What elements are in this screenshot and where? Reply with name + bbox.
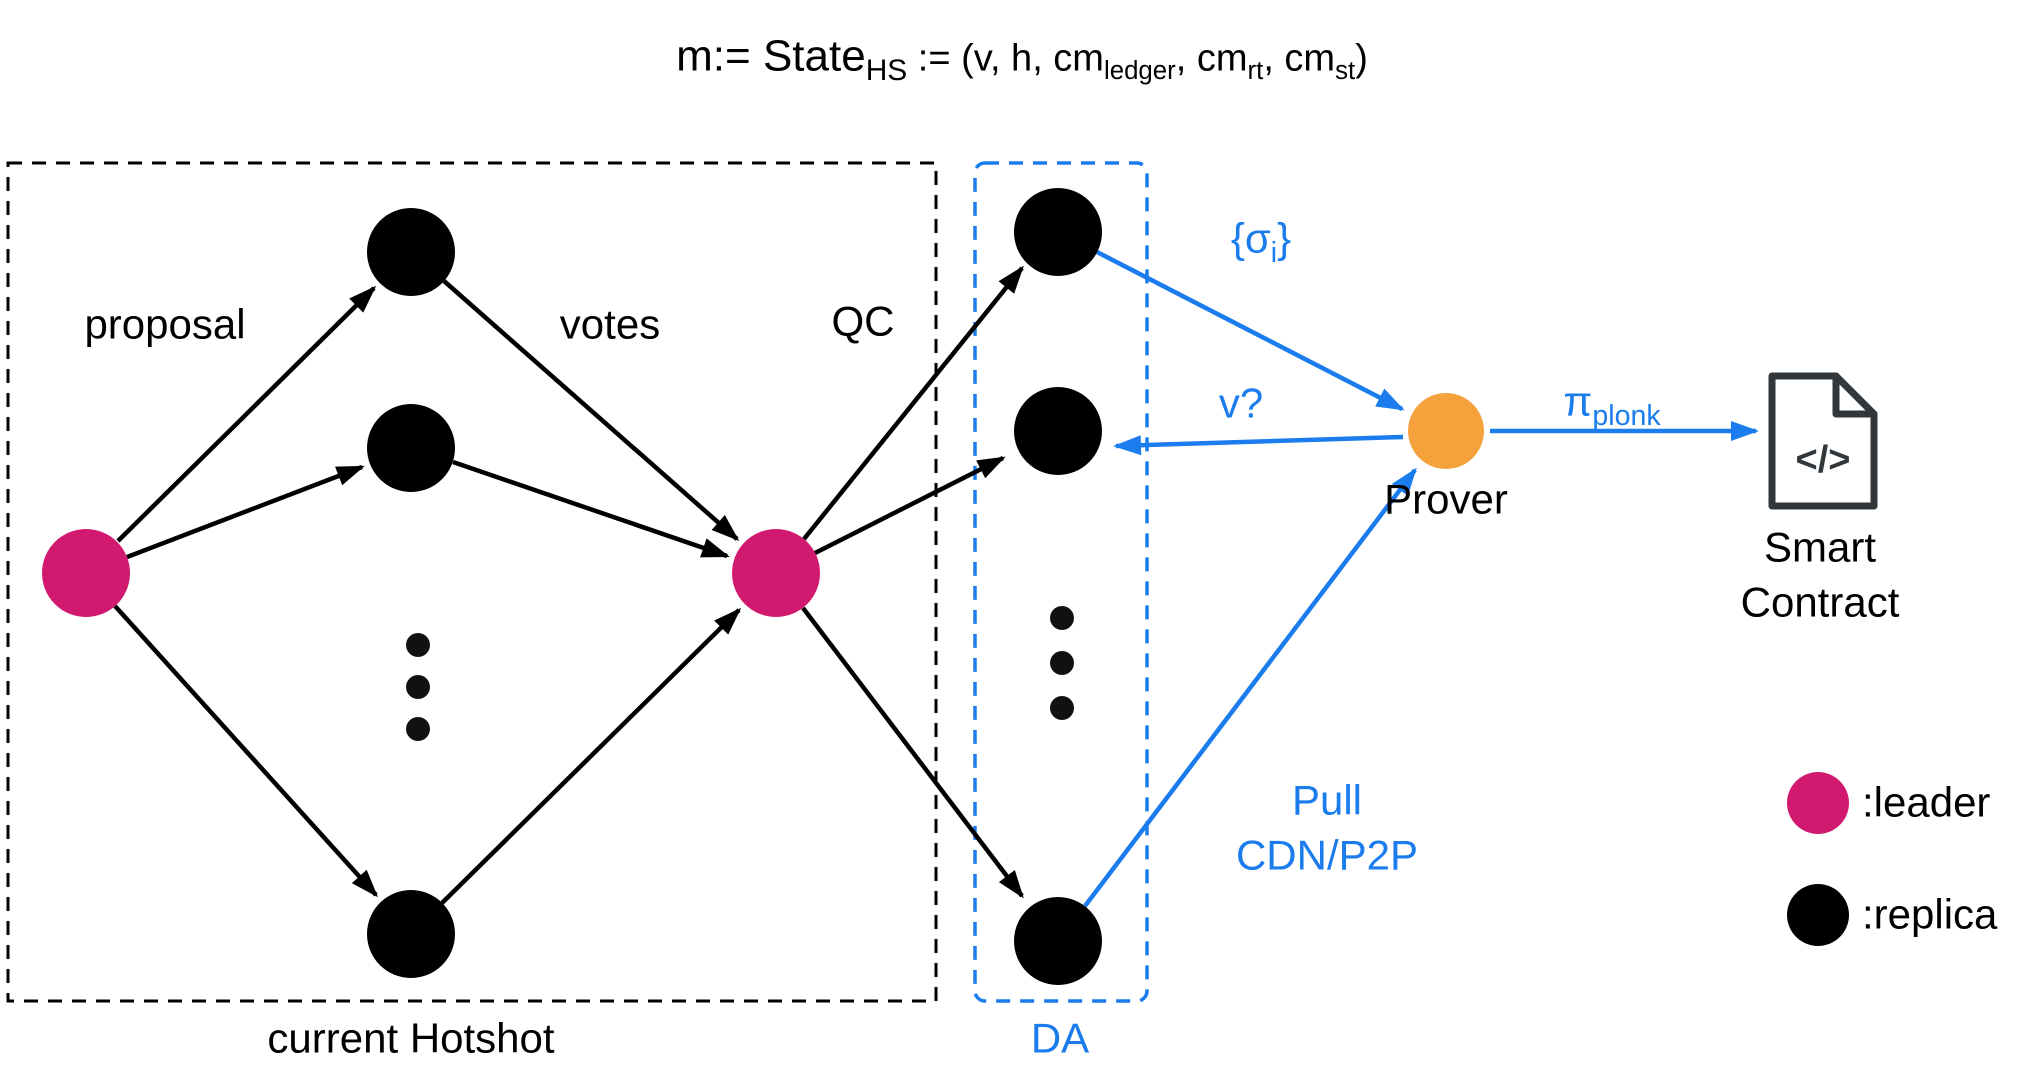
leader-node <box>42 529 130 617</box>
da-ellipsis-dot <box>1050 696 1074 720</box>
replica-node-bottom <box>367 890 455 978</box>
da-ellipsis-dot <box>1050 606 1074 630</box>
legend-replica-label: :replica <box>1862 890 1998 938</box>
edge-qc-da-bottom <box>801 606 1024 899</box>
edge-proposal-top <box>116 285 377 543</box>
hotshot-ellipsis-dot <box>406 675 430 699</box>
proposal-label: proposal <box>84 300 246 348</box>
v-query-label: v? <box>1218 379 1264 427</box>
edge-qc-da-top <box>802 265 1024 541</box>
edge-pull-cdn-p2p <box>1083 467 1417 908</box>
edge-vote-top <box>442 279 740 541</box>
da-node-bottom <box>1014 897 1102 985</box>
hotshot-box-label: current Hotshot <box>267 1014 555 1062</box>
edge-vote-middle <box>452 459 730 559</box>
votes-label: votes <box>559 300 661 348</box>
sigma-close: } <box>1277 214 1292 262</box>
qc-node <box>732 529 820 617</box>
formula-part: m:= State <box>676 31 866 81</box>
smart-contract-label: Smart Contract <box>1740 523 1900 625</box>
code-glyph-icon: </> <box>1796 439 1851 481</box>
prover-node <box>1408 393 1484 469</box>
formula-part: , cm <box>1175 37 1248 80</box>
formula-title: m:= StateHS := (v, h, cmledger, cmrt, cm… <box>676 27 1368 88</box>
smart-contract-icon <box>1768 372 1878 510</box>
hotshot-ellipsis-dot <box>406 633 430 657</box>
replica-node-top <box>367 208 455 296</box>
legend-leader-swatch <box>1787 772 1849 834</box>
sigma-set-label: {σi} <box>1230 212 1292 270</box>
smart-contract-icon-fold <box>1832 372 1878 418</box>
formula-sub: HS <box>865 54 908 88</box>
edge-signatures-to-prover <box>1095 249 1405 412</box>
edge-vote-bottom <box>440 607 742 905</box>
pi-symbol: π <box>1563 377 1593 425</box>
pi-sub: plonk <box>1592 400 1661 433</box>
formula-part: , cm <box>1263 37 1336 80</box>
sigma-sub: i <box>1270 237 1278 270</box>
formula-part: ) <box>1355 37 1368 80</box>
da-label: DA <box>1030 1014 1090 1062</box>
formula-sub: ledger <box>1103 57 1176 85</box>
da-ellipsis-dot <box>1050 651 1074 675</box>
formula-sub: st <box>1335 57 1356 85</box>
pull-cdn-p2p-label: Pull CDN/P2P <box>1235 776 1419 878</box>
da-node-top <box>1014 188 1102 276</box>
formula-sub: rt <box>1247 57 1264 85</box>
pi-plonk-label: πplonk <box>1563 375 1661 433</box>
legend-leader-label: :leader <box>1862 778 1991 826</box>
replica-node-middle <box>367 404 455 492</box>
sigma-open: {σ <box>1230 214 1271 262</box>
edge-proposal-middle <box>126 464 365 560</box>
formula-part: := (v, h, cm <box>907 37 1104 80</box>
hotshot-boundary <box>6 161 938 1003</box>
da-boundary <box>973 161 1149 1003</box>
edge-proposal-bottom <box>113 604 379 898</box>
da-node-middle <box>1014 387 1102 475</box>
hotshot-ellipsis-dot <box>406 717 430 741</box>
qc-label: QC <box>831 297 895 345</box>
legend-replica-swatch <box>1787 884 1849 946</box>
prover-label: Prover <box>1384 475 1508 523</box>
edge-qc-da-middle <box>813 455 1006 556</box>
edge-v-query <box>1113 434 1404 456</box>
